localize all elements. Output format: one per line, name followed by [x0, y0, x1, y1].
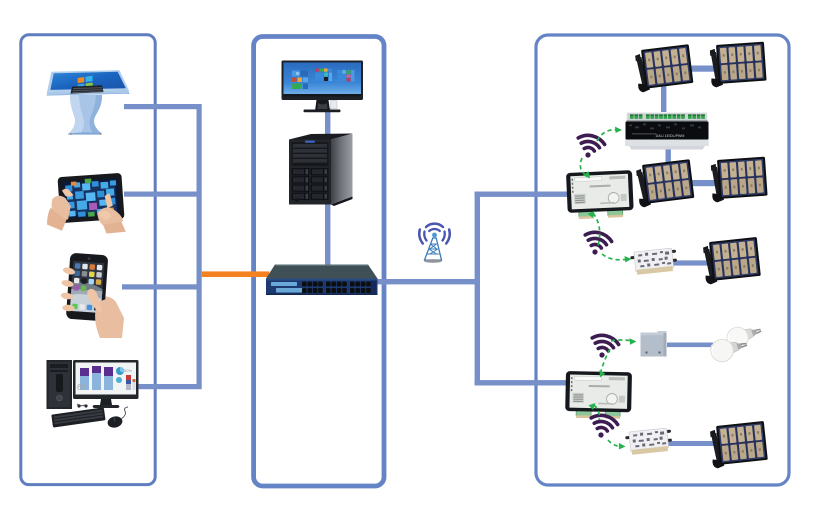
- svg-text:65: 65: [77, 383, 86, 392]
- svg-text:DALI 1E/DL/PWM: DALI 1E/DL/PWM: [656, 134, 685, 138]
- svg-text:50%: 50%: [124, 368, 132, 373]
